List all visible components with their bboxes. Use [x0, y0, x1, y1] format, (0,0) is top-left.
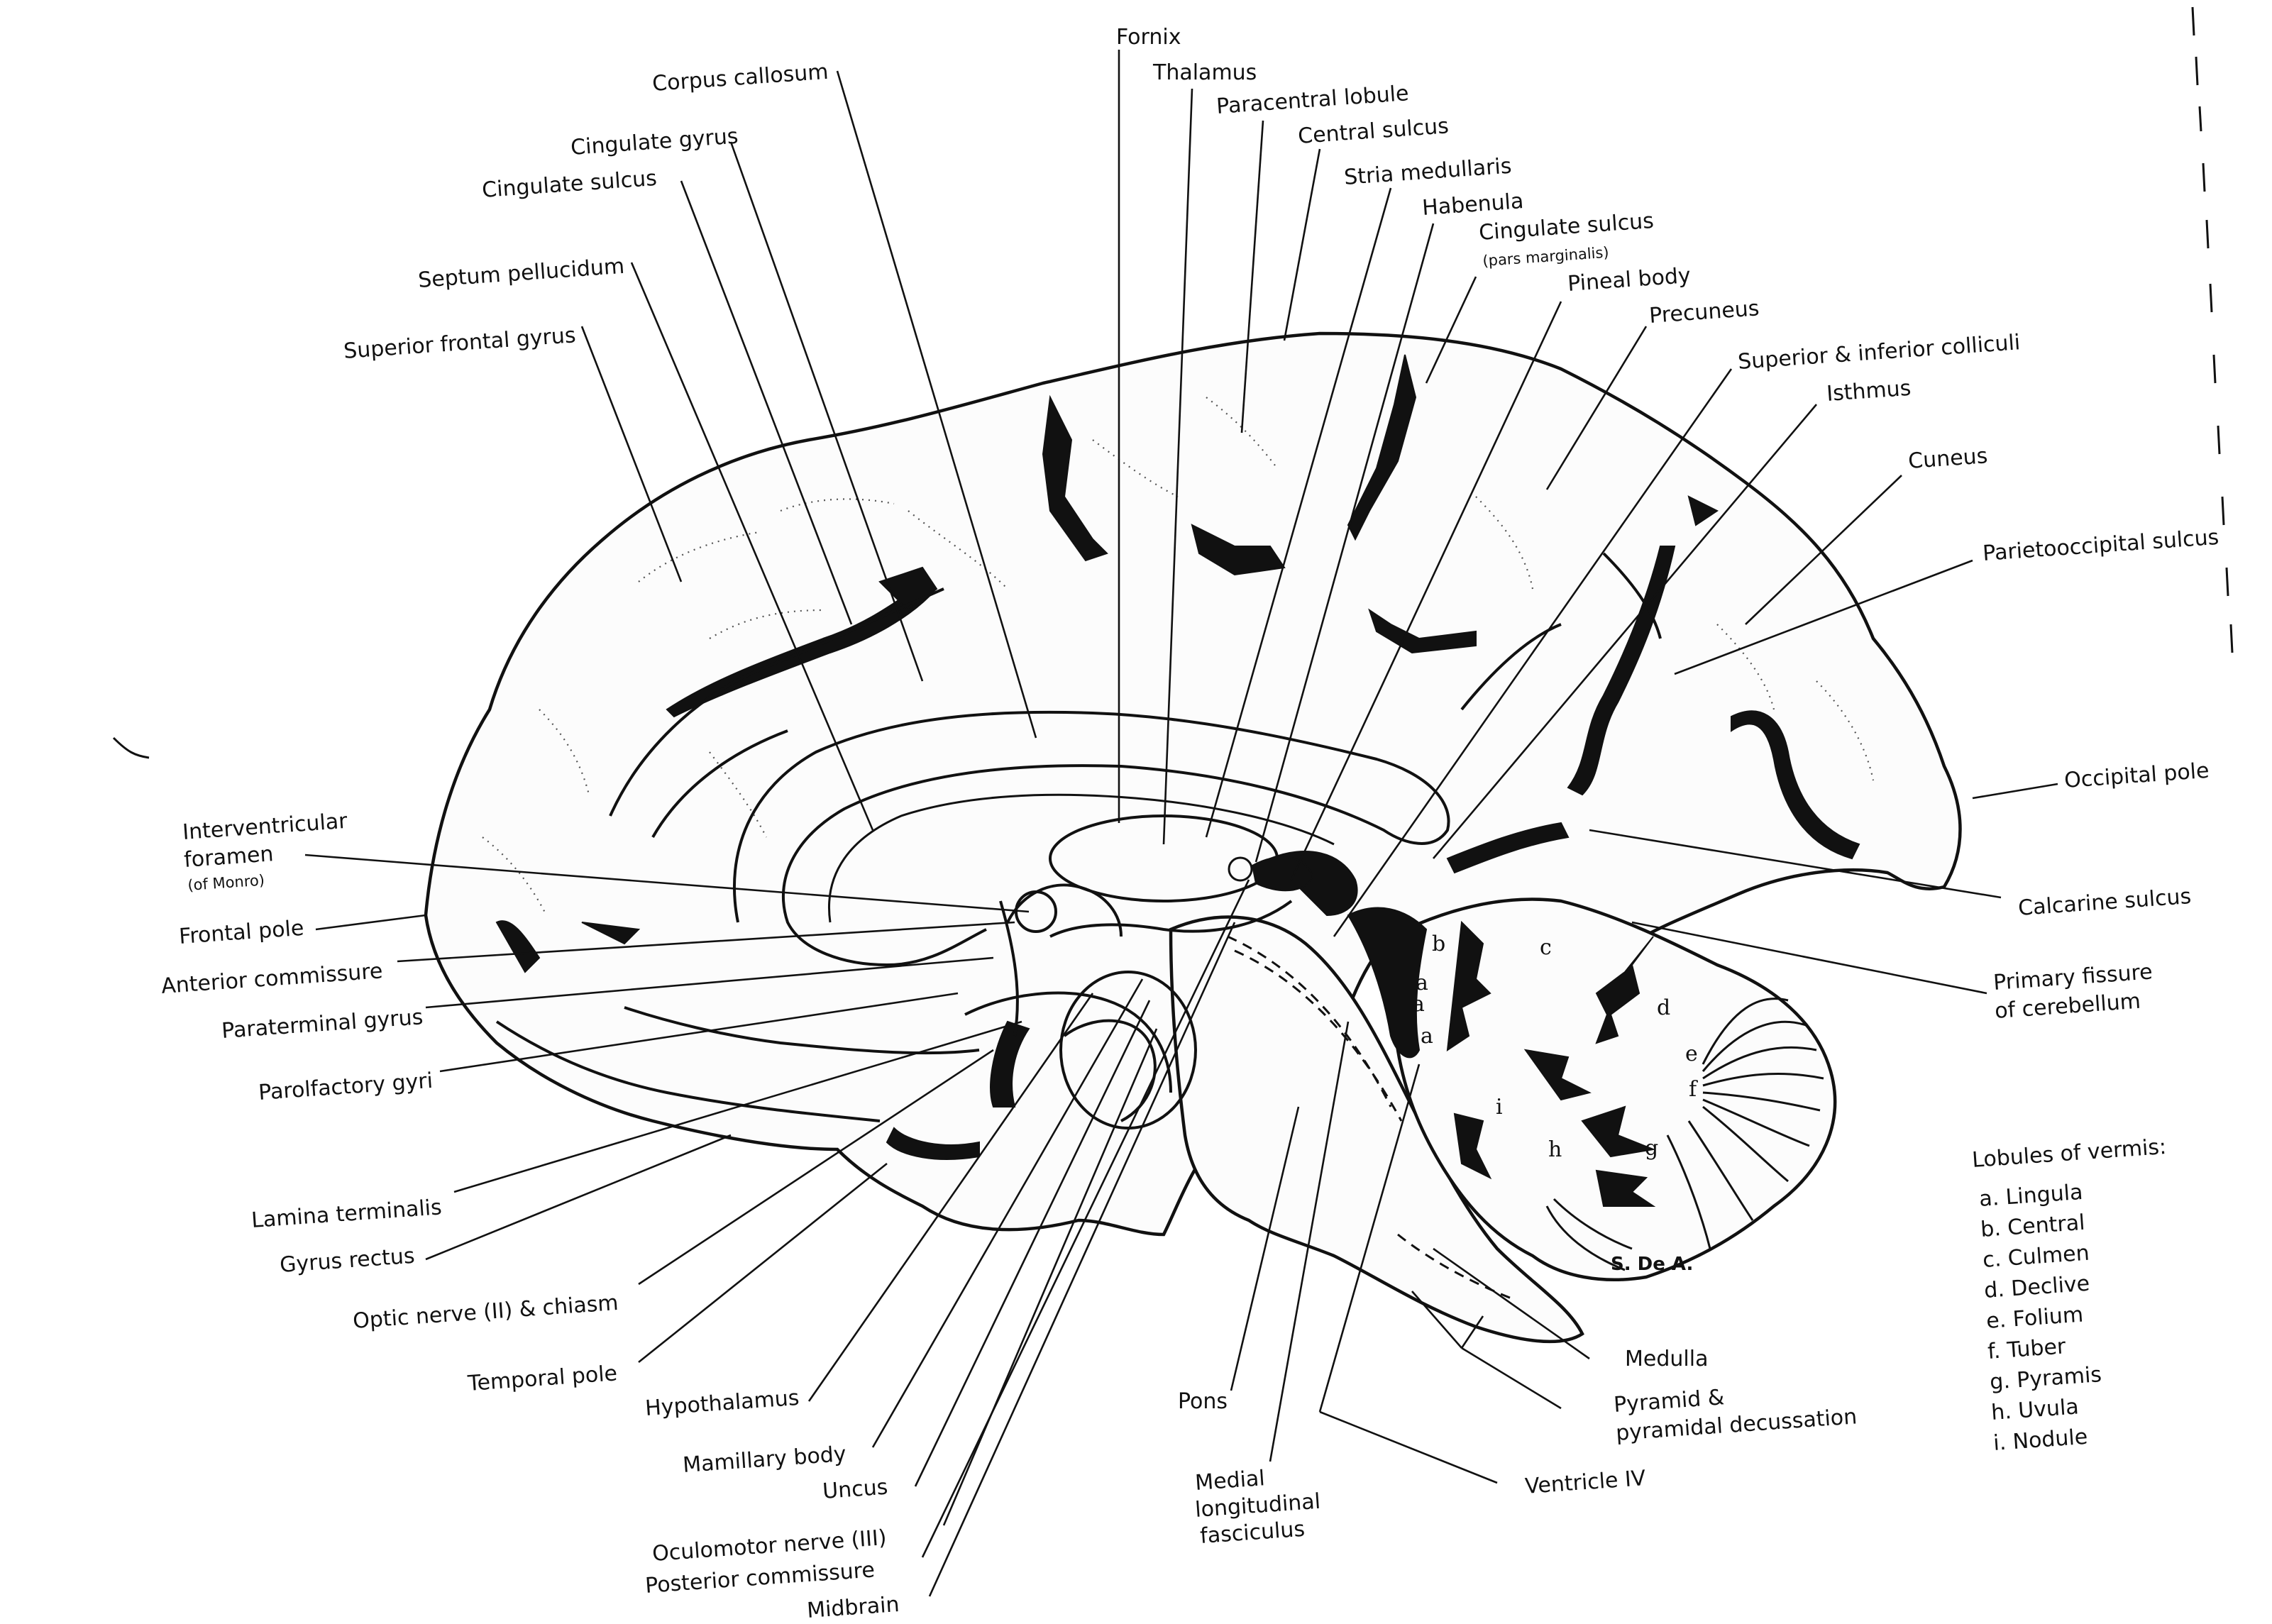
lobule-letter-a3: a [1421, 1024, 1433, 1049]
label-septum-pellucidum: Septum pellucidum [417, 254, 625, 293]
lobule-letter-c: c [1540, 935, 1552, 960]
label-corpus-callosum: Corpus callosum [651, 60, 829, 96]
label-interventricular-foramen-2: foramen [183, 841, 274, 873]
lobule-letter-e: e [1685, 1042, 1698, 1066]
label-midbrain: Midbrain [806, 1592, 900, 1623]
legend-item: c. Culmen [1982, 1241, 2090, 1273]
label-calcarine-sulcus: Calcarine sulcus [2017, 884, 2192, 921]
label-paraterminal-gyrus: Paraterminal gyrus [221, 1005, 424, 1044]
label-ventricle-iv: Ventricle IV [1524, 1466, 1647, 1499]
label-gyrus-rectus: Gyrus rectus [279, 1244, 416, 1278]
label-hypothalamus: Hypothalamus [644, 1386, 800, 1421]
legend-item: i. Nodule [1992, 1425, 2088, 1456]
label-pons: Pons [1178, 1389, 1228, 1414]
legend-item: h. Uvula [1990, 1394, 2080, 1425]
label-cingulate-sulcus: Cingulate sulcus [481, 166, 658, 203]
brainstem-outline [1169, 915, 1584, 1344]
cerebellar-folia [1545, 998, 1824, 1271]
label-optic-nerve: Optic nerve (II) & chiasm [352, 1291, 619, 1334]
lobule-letter-d: d [1657, 995, 1670, 1020]
label-colliculi: Superior & inferior colliculi [1737, 330, 2021, 375]
lobule-letter-a2: a [1416, 971, 1428, 995]
label-superior-frontal-gyrus: Superior frontal gyrus [343, 323, 577, 364]
label-fornix: Fornix [1116, 25, 1181, 50]
label-stria-medullaris: Stria medullaris [1343, 154, 1512, 190]
legend-item: b. Central [1980, 1210, 2085, 1242]
vermis-fissures [1446, 920, 1656, 1207]
label-primary-fissure-2: of cerebellum [1994, 989, 2141, 1024]
legend-item: d. Declive [1983, 1271, 2090, 1303]
label-interventricular-foramen: Interventricular [182, 809, 348, 845]
label-mamillary-body: Mamillary body [682, 1442, 847, 1478]
label-paracentral-lobule: Paracentral lobule [1215, 81, 1409, 119]
label-parietooccipital-sulcus: Parietooccipital sulcus [1982, 525, 2219, 566]
label-parolfactory-gyri: Parolfactory gyri [258, 1068, 434, 1105]
vermis-lobule-letters: a a a b c d e f g h i [1412, 932, 1698, 1162]
label-central-sulcus: Central sulcus [1297, 114, 1450, 149]
label-mlf-3: fasciculus [1199, 1517, 1306, 1549]
lobule-letter-h: h [1548, 1137, 1562, 1162]
label-frontal-pole: Frontal pole [178, 916, 304, 949]
legend-title: Lobules of vermis: [1971, 1134, 2167, 1173]
lobule-letter-a1: a [1412, 992, 1425, 1017]
label-thalamus: Thalamus [1152, 60, 1257, 85]
corpus-callosum-inner [828, 793, 1335, 923]
label-medulla: Medulla [1625, 1347, 1708, 1371]
cerebrum-outline [424, 331, 1962, 1237]
lobule-letter-g: g [1645, 1136, 1658, 1161]
label-cingulate-gyrus: Cingulate gyrus [570, 124, 739, 160]
legend-item: f. Tuber [1987, 1334, 2067, 1364]
label-interventricular-foramen-3: (of Monro) [187, 871, 265, 894]
edge-marks [112, 6, 2234, 759]
corpus-callosum-shape [732, 710, 1450, 967]
legend-item: a. Lingula [1978, 1180, 2083, 1212]
lobule-letter-f: f [1689, 1077, 1698, 1102]
leader-lines [304, 50, 2058, 1597]
lobule-letter-i: i [1496, 1095, 1503, 1120]
vermis-legend: Lobules of vermis: a. Lingula b. Central… [1971, 1134, 2167, 1456]
label-anterior-commissure: Anterior commissure [160, 959, 383, 999]
label-pyramid: Pyramid & [1613, 1385, 1725, 1418]
label-occipital-pole: Occipital pole [2063, 758, 2210, 793]
label-precuneus: Precuneus [1648, 296, 1760, 328]
label-isthmus: Isthmus [1826, 376, 1912, 407]
legend-item: g. Pyramis [1989, 1362, 2102, 1395]
label-uncus: Uncus [822, 1475, 888, 1504]
label-temporal-pole: Temporal pole [466, 1361, 618, 1396]
label-mlf: Medial [1194, 1466, 1266, 1496]
brain-illustration: a a a b c d e f g h i S. De A. [424, 331, 1962, 1344]
label-habenula: Habenula [1421, 189, 1524, 221]
label-pineal-body: Pineal body [1567, 263, 1692, 297]
surface-texture [482, 397, 1875, 916]
artist-signature: S. De A. [1611, 1254, 1693, 1275]
cerebellum-outline [1387, 897, 1837, 1281]
lobule-letter-b: b [1432, 932, 1445, 956]
label-lamina-terminalis: Lamina terminalis [250, 1195, 443, 1233]
label-cuneus: Cuneus [1907, 443, 1988, 474]
legend-item: e. Folium [1985, 1303, 2084, 1334]
label-pars-marginalis: (pars marginalis) [1482, 244, 1610, 270]
fourth-ventricle-region [1347, 907, 1428, 1059]
